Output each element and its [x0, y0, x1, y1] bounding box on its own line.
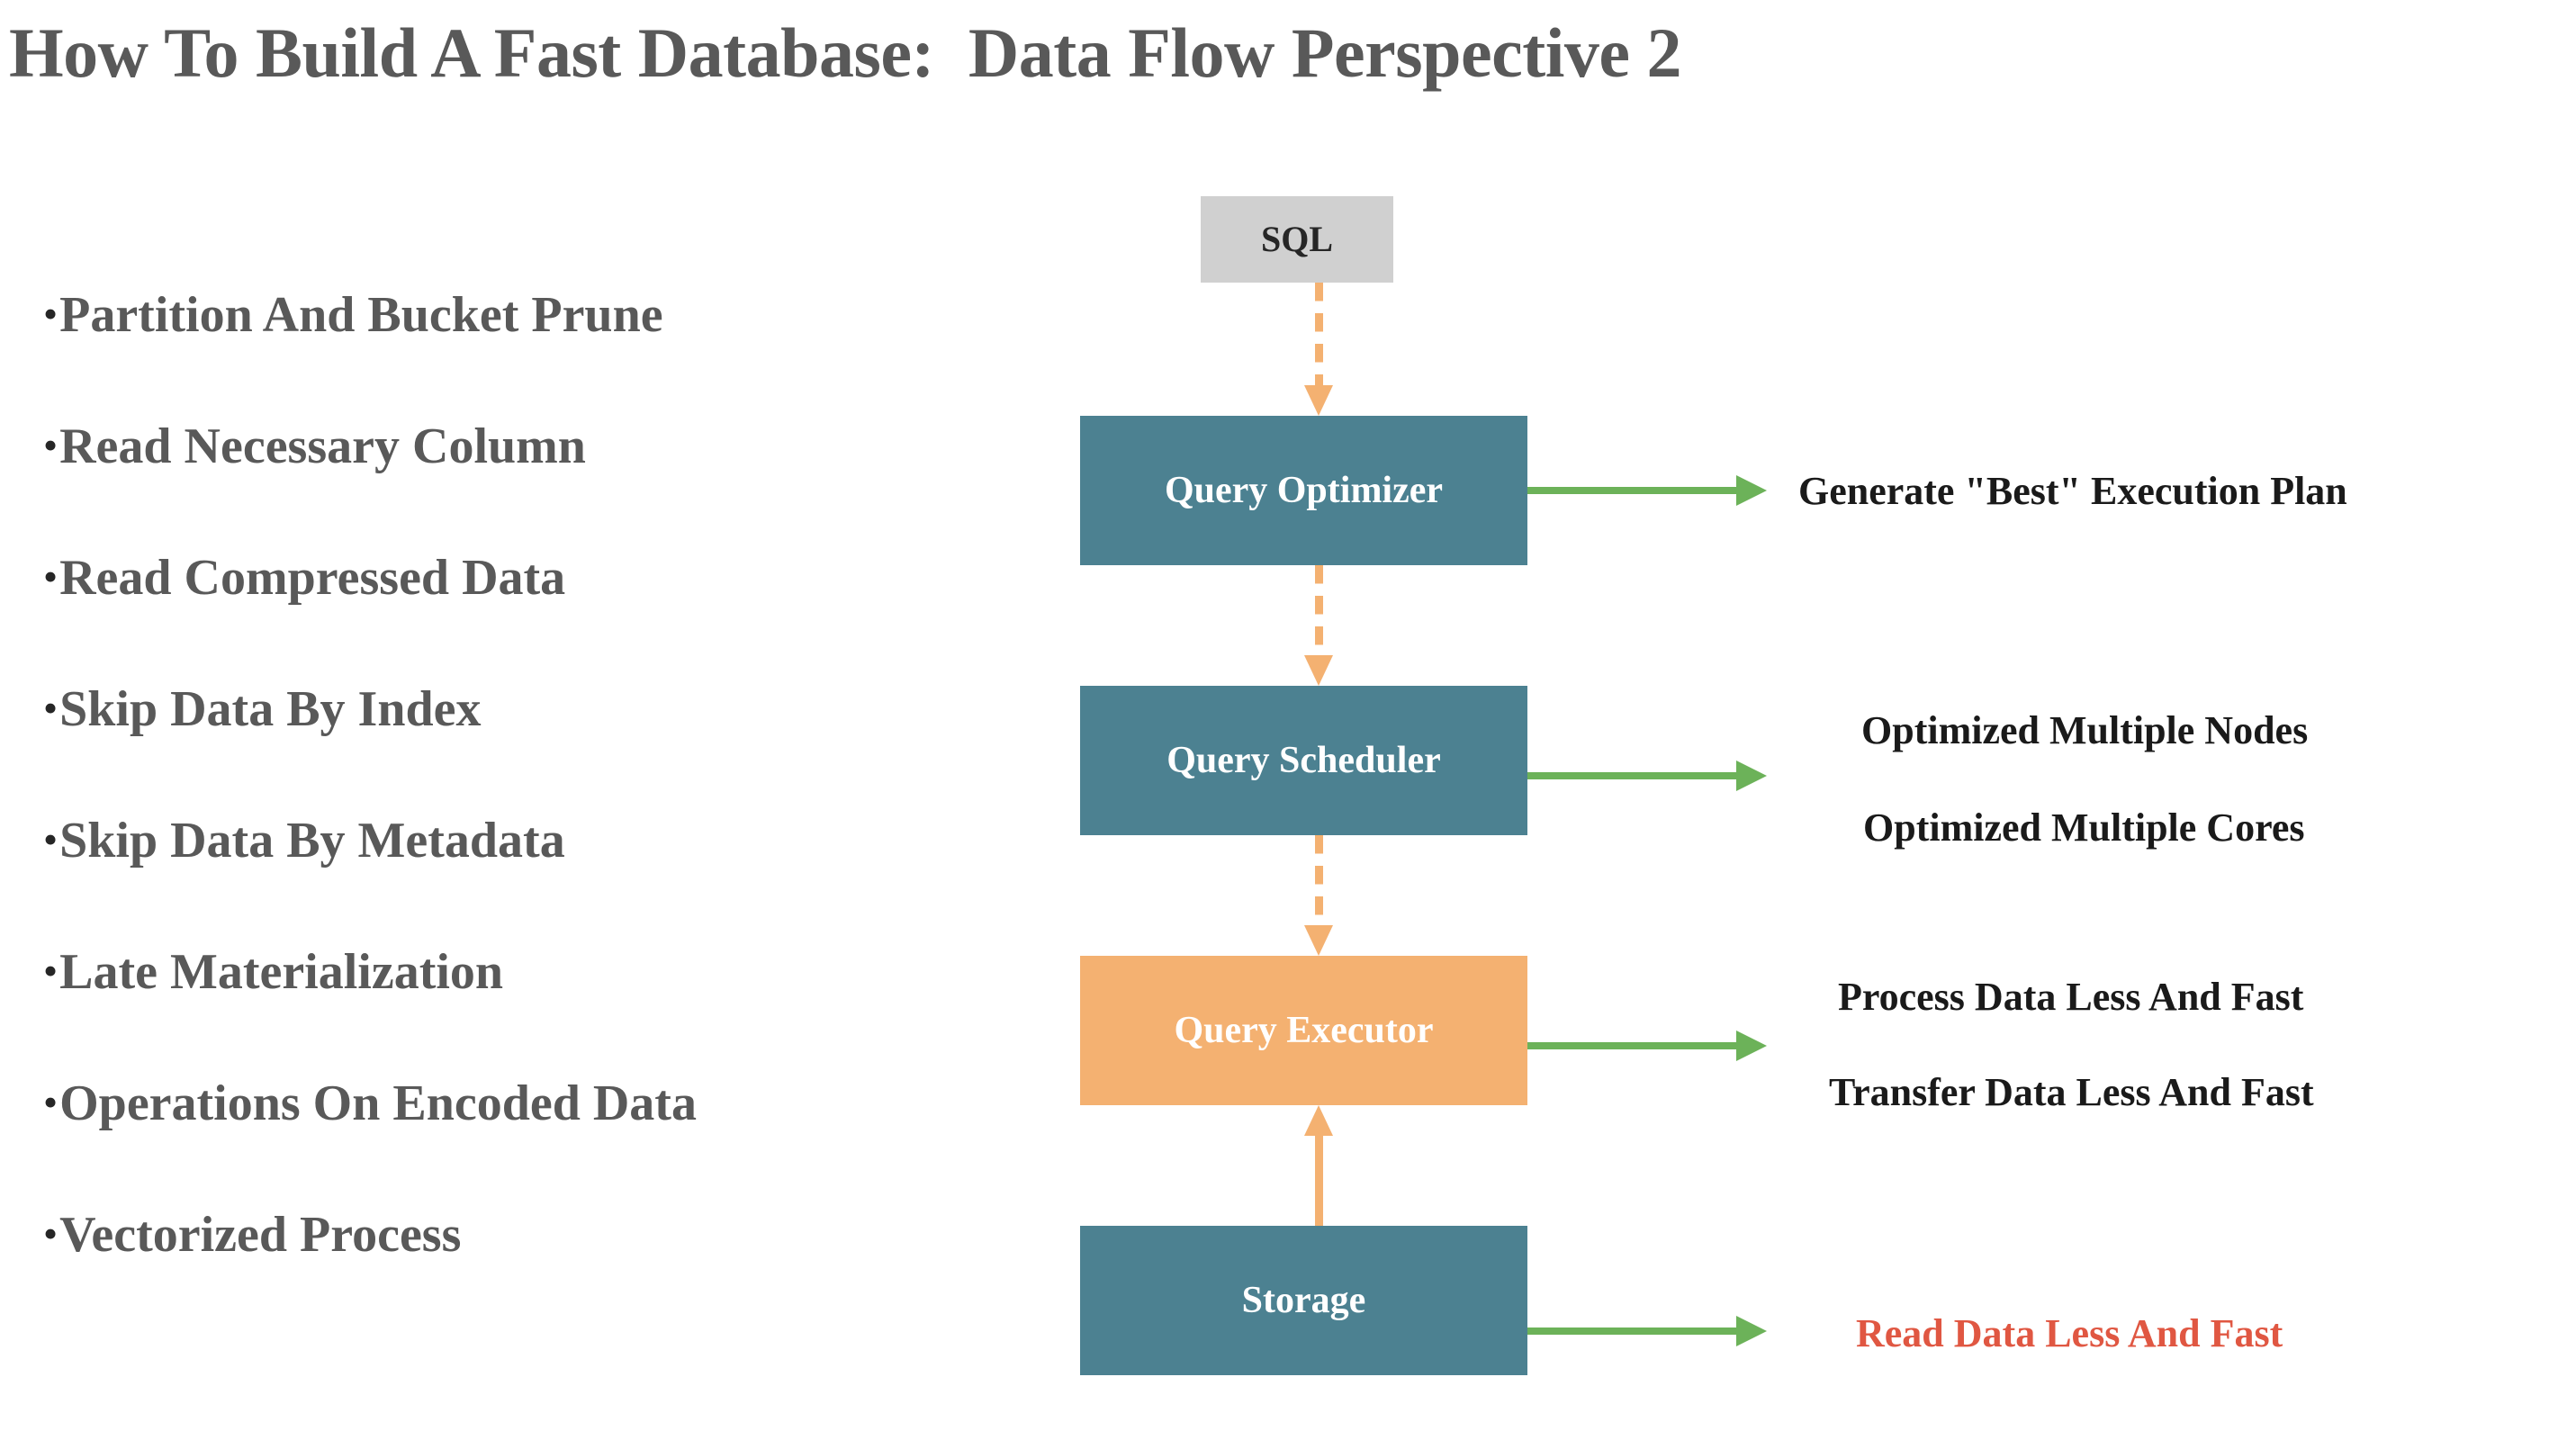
list-item-label: Skip Data By Index — [59, 681, 482, 737]
list-item-label: Read Necessary Column — [59, 418, 586, 474]
arrow-stem — [1315, 1136, 1323, 1226]
dashed-arrow-down-icon — [1304, 565, 1333, 686]
node-query-executor-label: Query Executor — [1174, 1010, 1434, 1051]
list-item: • Partition And Bucket Prune — [43, 286, 997, 418]
arrow-head — [1304, 385, 1333, 416]
list-item-label: Read Compressed Data — [59, 550, 566, 606]
arrow-head — [1736, 475, 1767, 506]
arrow-head — [1304, 1105, 1333, 1136]
node-sql: SQL — [1201, 196, 1393, 283]
solid-arrow-up-icon — [1304, 1105, 1333, 1226]
annotation-executor-transfer: Transfer Data Less And Fast — [1829, 1070, 2314, 1114]
arrow-right-icon — [1527, 760, 1767, 791]
node-query-scheduler-label: Query Scheduler — [1166, 740, 1441, 781]
bullet-point-icon: • — [43, 1210, 59, 1256]
node-storage: Storage — [1080, 1226, 1527, 1375]
arrow-stem — [1315, 565, 1323, 655]
list-item-label: Late Materialization — [59, 944, 504, 1000]
list-item: • Skip Data By Index — [43, 680, 997, 812]
node-query-scheduler: Query Scheduler — [1080, 686, 1527, 835]
page-title: How To Build A Fast Database: Data Flow … — [9, 14, 1682, 92]
bullet-point-icon: • — [43, 291, 59, 337]
node-query-optimizer: Query Optimizer — [1080, 416, 1527, 565]
dashed-arrow-down-icon — [1304, 835, 1333, 956]
arrow-stem — [1527, 1328, 1736, 1335]
bullet-point-icon: • — [43, 422, 59, 468]
list-item-label: Skip Data By Metadata — [59, 813, 565, 868]
annotation-executor-process: Process Data Less And Fast — [1838, 975, 2304, 1019]
bullet-point-icon: • — [43, 948, 59, 994]
list-item: • Read Necessary Column — [43, 418, 997, 549]
bullet-point-icon: • — [43, 685, 59, 731]
arrow-right-icon — [1527, 1316, 1767, 1346]
list-item-label: Vectorized Process — [59, 1207, 462, 1263]
arrow-head — [1304, 925, 1333, 956]
arrow-stem — [1315, 283, 1323, 385]
arrow-stem — [1527, 772, 1736, 779]
arrow-stem — [1527, 487, 1736, 494]
annotation-storage-read: Read Data Less And Fast — [1856, 1311, 2283, 1355]
list-item: • Skip Data By Metadata — [43, 812, 997, 943]
node-query-executor: Query Executor — [1080, 956, 1527, 1105]
arrow-right-icon — [1527, 1030, 1767, 1061]
node-sql-label: SQL — [1260, 219, 1334, 259]
list-item-label: Operations On Encoded Data — [59, 1076, 697, 1131]
bullet-point-icon: • — [43, 816, 59, 862]
annotation-scheduler-cores: Optimized Multiple Cores — [1863, 806, 2305, 850]
bullet-point-icon: • — [43, 554, 59, 599]
list-item-label: Partition And Bucket Prune — [59, 287, 663, 343]
arrow-stem — [1527, 1042, 1736, 1049]
bullet-point-icon: • — [43, 1079, 59, 1125]
node-storage-label: Storage — [1241, 1280, 1366, 1321]
arrow-head — [1736, 760, 1767, 791]
arrow-right-icon — [1527, 475, 1767, 506]
list-item: • Late Materialization — [43, 943, 997, 1075]
list-item: • Vectorized Process — [43, 1206, 997, 1337]
annotation-optimizer: Generate "Best" Execution Plan — [1798, 469, 2347, 513]
dashed-arrow-down-icon — [1304, 283, 1333, 416]
arrow-head — [1304, 655, 1333, 686]
list-item: • Read Compressed Data — [43, 549, 997, 680]
optimization-bullet-list: • Partition And Bucket Prune • Read Nece… — [43, 286, 997, 1337]
arrow-head — [1736, 1316, 1767, 1346]
arrow-head — [1736, 1030, 1767, 1061]
arrow-stem — [1315, 835, 1323, 925]
annotation-scheduler-nodes: Optimized Multiple Nodes — [1861, 708, 2309, 752]
node-query-optimizer-label: Query Optimizer — [1164, 470, 1444, 511]
list-item: • Operations On Encoded Data — [43, 1075, 997, 1206]
